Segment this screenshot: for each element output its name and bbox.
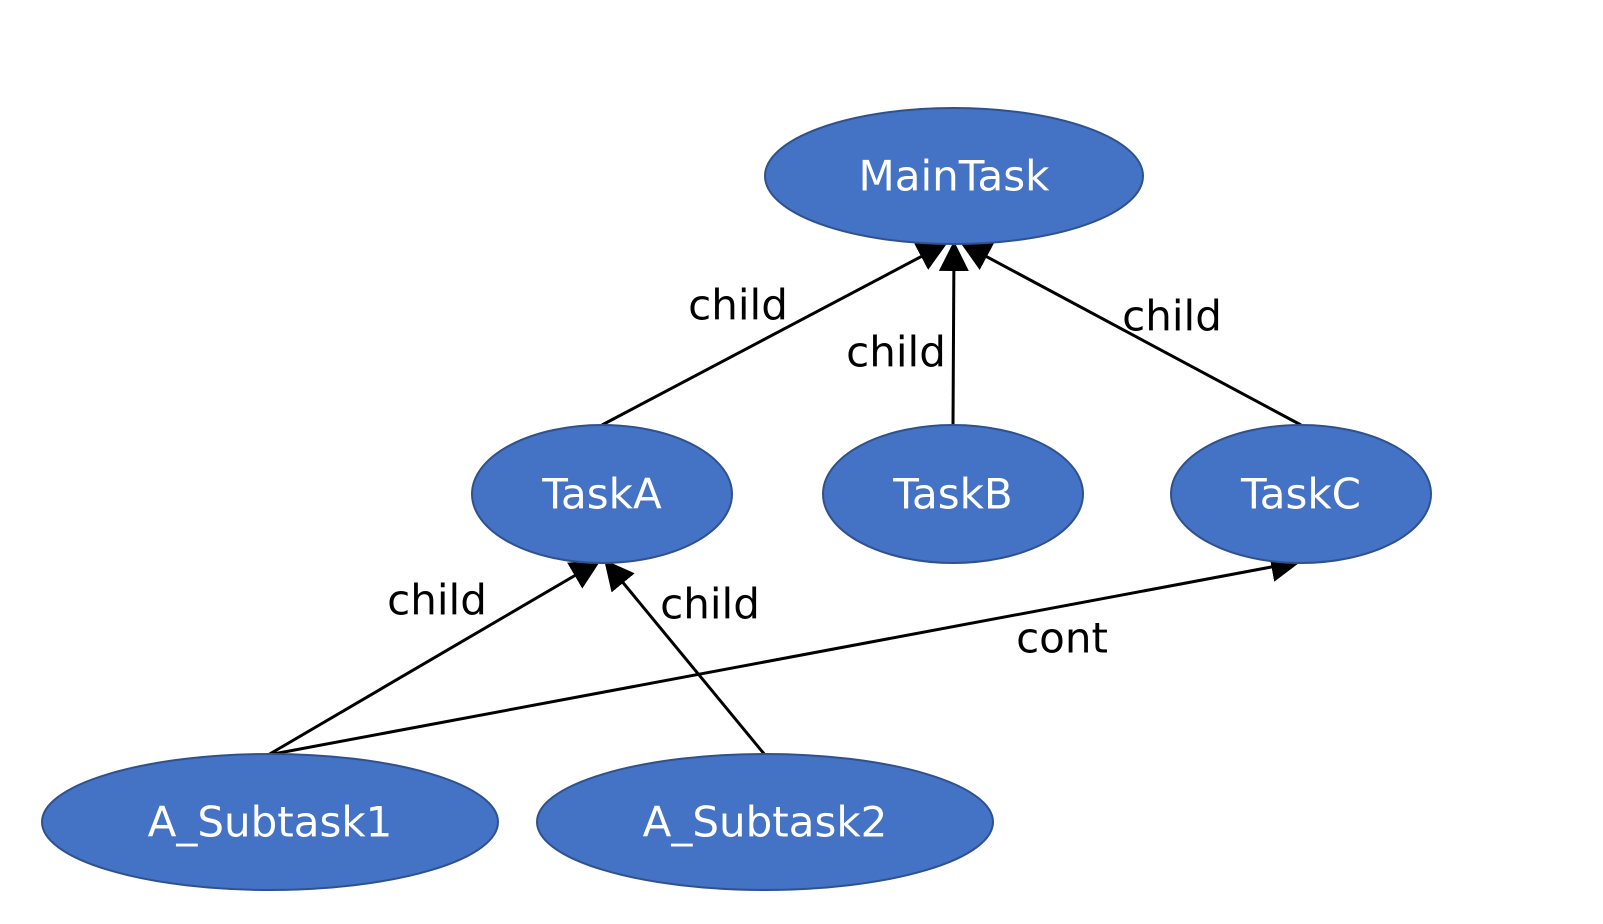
edge-label: child [1122,292,1222,341]
edge-a-subtask1-taska: child [267,560,601,757]
edge-label: child [846,328,946,377]
edge-line [960,242,1302,427]
node-taska[interactable]: TaskA [471,424,733,564]
edge-label: child [660,580,760,629]
node-label: A_Subtask1 [148,798,393,847]
node-ellipse [764,107,1144,245]
node-taskb[interactable]: TaskB [822,424,1084,564]
node-a-subtask2[interactable]: A_Subtask2 [536,753,994,891]
edge-line [938,241,969,426]
edge-line [267,560,601,757]
node-a-subtask1[interactable]: A_Subtask1 [41,753,499,891]
edge-taskb-maintask: child [846,241,969,426]
edge-line [604,559,767,756]
node-ellipse [536,753,994,891]
node-taskc[interactable]: TaskC [1170,424,1432,564]
node-label: TaskA [541,470,662,519]
edges-layer: child child child child child cont [267,241,1302,757]
edge-taska-maintask: child [601,242,948,427]
node-label: A_Subtask2 [643,798,888,847]
node-label: TaskB [892,470,1012,519]
node-ellipse [822,424,1084,564]
node-label: MainTask [859,152,1051,201]
edge-label: child [688,281,788,330]
edge-label: cont [1016,614,1108,663]
node-label: TaskC [1240,470,1361,519]
node-maintask[interactable]: MainTask [764,107,1144,245]
edge-line [601,242,948,427]
edge-taskc-maintask: child [960,242,1302,427]
edge-label: child [387,576,487,625]
edge-line [267,552,1301,757]
edge-a-subtask2-taska: child [604,559,767,756]
node-ellipse [1170,424,1432,564]
nodes-layer: MainTask TaskA TaskB TaskC A_Subtask1 A_… [41,107,1432,891]
node-ellipse [471,424,733,564]
edge-a-subtask1-taskc: cont [267,552,1301,757]
node-ellipse [41,753,499,891]
